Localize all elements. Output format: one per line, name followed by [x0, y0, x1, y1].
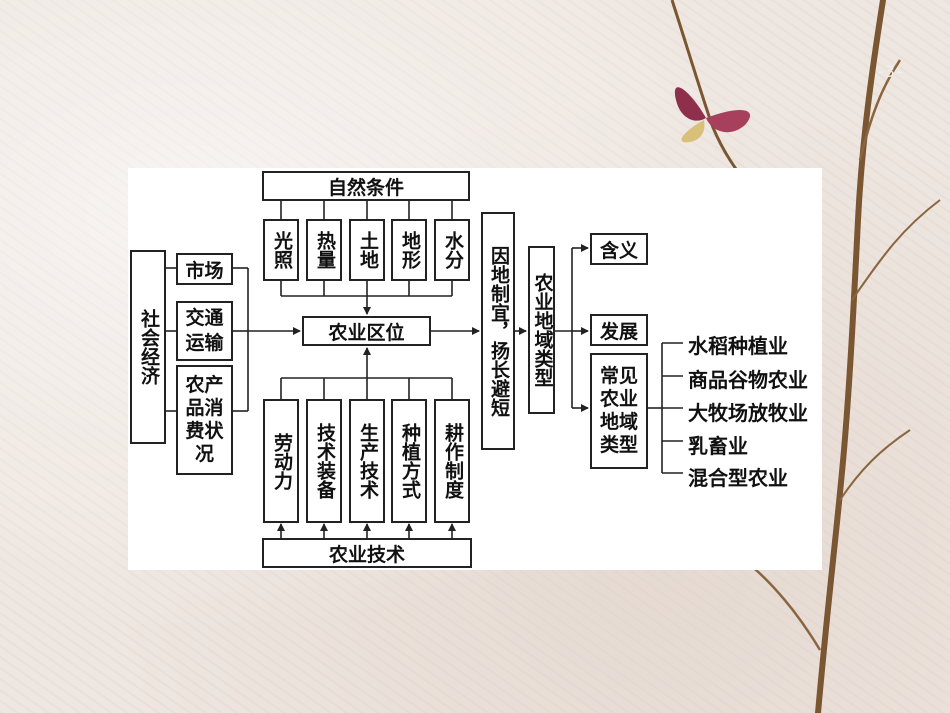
- natural-item-label: 热量: [313, 231, 336, 269]
- tech-item-label: 耕作制度: [441, 423, 464, 499]
- natural-conditions-box: 自然条件: [262, 171, 470, 201]
- natural-item-terrain: 地形: [391, 219, 427, 281]
- butterfly-icon: [674, 87, 751, 143]
- tech-item-labor: 劳动力: [263, 399, 299, 523]
- agri-location-box: 农业区位: [302, 316, 431, 346]
- natural-item-heat: 热量: [306, 219, 342, 281]
- butterfly-lower-wing: [706, 109, 751, 133]
- natural-item-label: 水分: [441, 231, 464, 269]
- region-types-box: 农业地域类型: [528, 246, 555, 414]
- natural-conditions-title: 自然条件: [327, 176, 404, 199]
- side-twig-2: [851, 199, 941, 301]
- natural-item-label: 地形: [398, 231, 421, 269]
- development-box: 发展: [590, 314, 648, 346]
- tech-item-production: 生产技术: [349, 399, 385, 523]
- main-branch: [815, 0, 886, 713]
- tech-item-tillage: 耕作制度: [434, 399, 470, 523]
- meaning-label: 含义: [599, 239, 638, 262]
- region-types-label: 农业地域类型: [531, 273, 554, 387]
- social-item-transport: 交通 运输: [176, 301, 233, 361]
- social-item-label: 市场: [185, 259, 224, 282]
- type-rice: 水稻种植业: [688, 334, 788, 358]
- social-economy-title: 社会经济: [137, 309, 160, 385]
- natural-item-land: 土地: [349, 219, 385, 281]
- meaning-box: 含义: [590, 233, 648, 265]
- principle-label: 因地制宜，扬长避短: [487, 245, 510, 417]
- natural-item-water: 水分: [434, 219, 470, 281]
- side-twig-1: [858, 59, 902, 161]
- tech-item-label: 种植方式: [398, 423, 421, 499]
- tech-item-label: 劳动力: [270, 432, 293, 490]
- natural-item-label: 土地: [356, 231, 379, 269]
- agri-location-label: 农业区位: [328, 321, 405, 344]
- diagram-panel: 自然条件 光照 热量 土地 地形 水分 农业区位 劳动力 技术装备 生产技术 种…: [128, 168, 822, 570]
- type-commercial-grain: 商品谷物农业: [688, 368, 808, 392]
- tech-item-planting: 种植方式: [391, 399, 427, 523]
- common-types-label: 常见 农业 地域 类型: [599, 365, 638, 456]
- page-number: -3-: [878, 62, 903, 81]
- social-economy-box: 社会经济: [130, 250, 166, 444]
- common-types-box: 常见 农业 地域 类型: [590, 353, 648, 469]
- agri-technology-title: 农业技术: [328, 543, 405, 566]
- side-twig-4: [839, 429, 911, 501]
- social-item-market: 市场: [176, 253, 233, 285]
- principle-box: 因地制宜，扬长避短: [481, 212, 515, 450]
- type-dairy: 乳畜业: [688, 434, 748, 458]
- type-ranching: 大牧场放牧业: [688, 401, 808, 425]
- social-item-label: 农产 品消 费状 况: [185, 374, 224, 465]
- type-mixed: 混合型农业: [688, 466, 788, 490]
- natural-item-label: 光照: [270, 231, 293, 269]
- social-item-consumption: 农产 品消 费状 况: [176, 365, 233, 475]
- natural-item-light: 光照: [263, 219, 299, 281]
- butterfly-inner-wing: [681, 120, 705, 143]
- tech-item-label: 技术装备: [313, 423, 336, 499]
- social-item-label: 交通 运输: [185, 307, 224, 354]
- tech-item-label: 生产技术: [356, 423, 379, 499]
- development-label: 发展: [599, 320, 638, 343]
- butterfly-upper-wing: [674, 87, 706, 121]
- agri-technology-box: 农业技术: [262, 538, 472, 568]
- tech-item-equipment: 技术装备: [306, 399, 342, 523]
